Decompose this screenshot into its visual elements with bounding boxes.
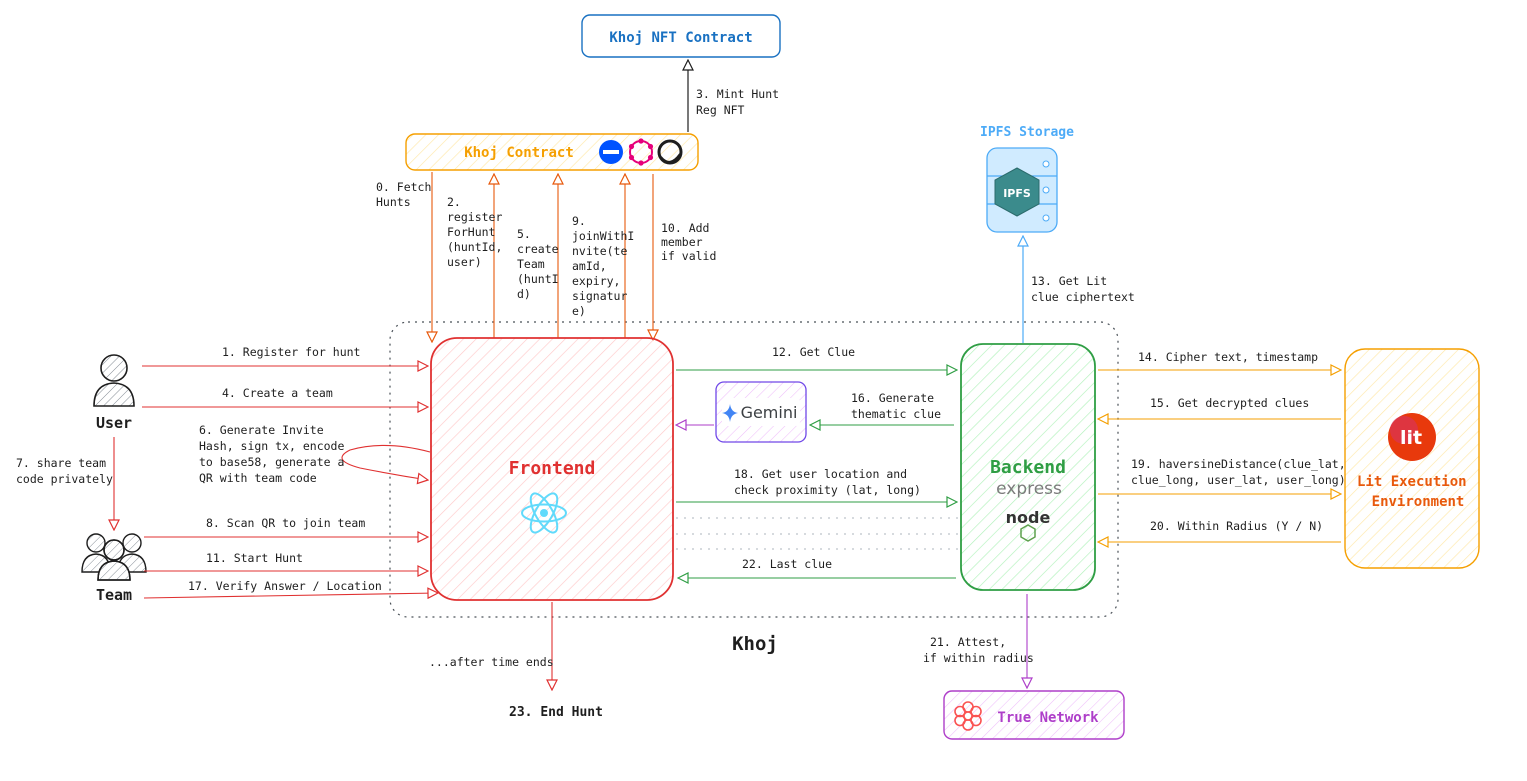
edge-22-label: 22. Last clue [742,557,832,571]
true-network-flower-icon [954,701,982,731]
edge-18-label: 18. Get user location and check proximit… [734,467,921,497]
edge-0-label: 0. Fetch Hunts [376,180,438,209]
team-label: Team [96,586,132,604]
edge-21-label: 21. Attest, if within radius [923,635,1034,665]
user-label: User [96,414,132,432]
team-actor: Team [81,533,147,604]
true-network-node: True Network [943,690,1125,740]
ipfs-storage-title: IPFS Storage [980,125,1074,140]
edge-7-label: 7. share team code privately [16,456,113,486]
edge-12-label: 12. Get Clue [772,345,855,359]
edge-8-label: 8. Scan QR to join team [206,516,365,530]
user-actor: User [93,354,135,432]
lit-node: lit Lit Execution Environment [1344,348,1480,569]
edge-5-label: 5. create Team (huntI d) [517,227,565,301]
ipfs-logo-text: IPFS [1003,187,1031,200]
lit-label: Lit Execution Environment [1357,474,1475,510]
gemini-sparkle-icon [722,404,738,422]
edge-3-label: 3. Mint Hunt Reg NFT [696,87,786,117]
edge-1-label: 1. Register for hunt [222,345,360,359]
frontend-node: Frontend [430,337,674,601]
ring-logo-icon [657,139,683,165]
react-icon [521,492,567,534]
edge-20-label: 20. Within Radius (Y / N) [1150,519,1323,533]
frontend-label: Frontend [509,458,596,479]
edge-15-label: 15. Get decrypted clues [1150,396,1309,410]
gemini-node: Gemini [715,381,807,443]
express-logo: express [996,479,1062,499]
team-icon [81,533,147,581]
gemini-label: Gemini [741,403,798,422]
node-hex-icon [1020,524,1036,542]
khoj-group-label: Khoj [732,633,778,655]
edge-4-label: 4. Create a team [222,386,333,400]
user-icon [93,354,135,407]
edge-19-label: 19. haversineDistance(clue_lat, clue_lon… [1131,457,1353,487]
backend-node: Backend express node [960,343,1096,591]
lit-logo-text: lit [1400,427,1422,449]
edge-11-label: 11. Start Hunt [206,551,303,565]
chain-logo-blue-icon [599,140,623,164]
khoj-group-boundary [389,321,1119,618]
edge-6-label: 6. Generate Invite Hash, sign tx, encode… [199,423,351,485]
edge-17-label: 17. Verify Answer / Location [188,579,382,593]
edge-14-label: 14. Cipher text, timestamp [1138,350,1318,364]
polkadot-icon [628,138,654,166]
nft-contract-node: Khoj NFT Contract [581,14,781,58]
khoj-contract-label: Khoj Contract [464,145,574,161]
edge-6-arrow [341,444,431,480]
node-logo: node [1006,508,1051,527]
edge-17-arrow [143,593,438,598]
edge-9-label: 9. joinWithI nvite(te amId, expiry, sign… [572,214,641,318]
edge-10-label: 10. Add member if valid [661,221,716,263]
edge-2-label: 2. register ForHunt (huntId, user) [447,195,509,269]
backend-label: Backend [990,457,1066,478]
ipfs-storage-node: IPFS Storage IPFS [980,125,1074,233]
end-hunt-label: 23. End Hunt [509,705,603,720]
true-network-label: True Network [997,710,1099,726]
edge-end-hunt-label: ...after time ends [429,655,554,669]
ipfs-cube-icon [994,167,1040,217]
edge-16-label: 16. Generate thematic clue [851,391,941,421]
edge-13-label: 13. Get Lit clue ciphertext [1031,274,1135,304]
khoj-contract-node: Khoj Contract [405,133,699,171]
nft-contract-label: Khoj NFT Contract [609,30,752,46]
